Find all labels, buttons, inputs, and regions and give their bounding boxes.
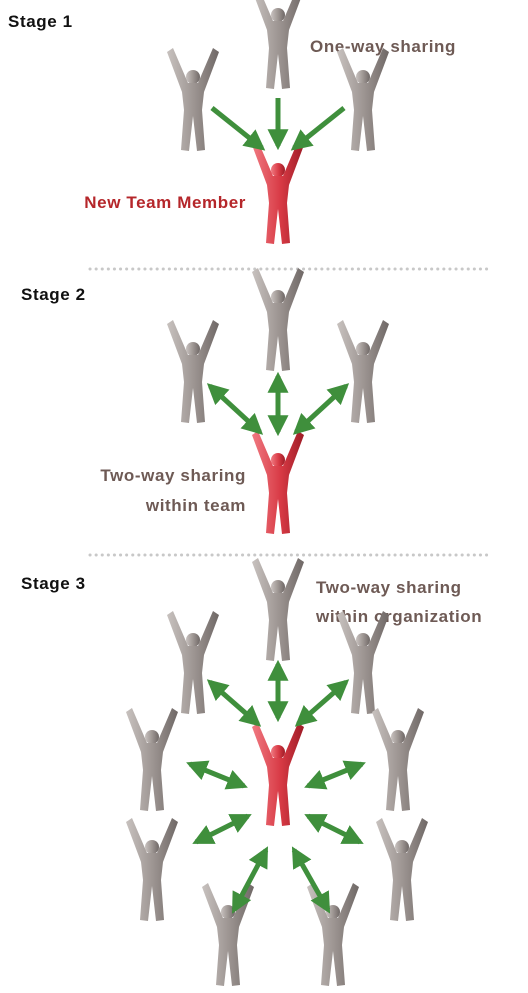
stage-3-caption-line-1: Two-way sharing [316, 578, 462, 597]
person-figure-gray [252, 558, 304, 661]
stage-1-title: Stage 1 [8, 12, 73, 31]
person-figure-new-member [252, 141, 304, 244]
stage-1: Stage 1 One-way sharing New Team Member [8, 0, 456, 244]
arrow-two-way [304, 760, 366, 790]
person-figure-gray [337, 48, 389, 151]
person-figure-gray [337, 611, 389, 714]
stage-2: Stage 2 Two-way sharing within team [21, 268, 389, 534]
person-figure-gray [126, 708, 178, 811]
person-figure-team-member [252, 431, 304, 534]
person-figure-gray [202, 883, 254, 986]
arrow-two-way [231, 846, 269, 914]
stage-2-title: Stage 2 [21, 285, 86, 304]
stage-3-caption-line-2: within organization [315, 607, 482, 626]
person-figure-gray [167, 48, 219, 151]
stage-1-caption: One-way sharing [310, 37, 456, 56]
person-figure-gray [307, 883, 359, 986]
person-figure-gray [337, 320, 389, 423]
arrow-two-way [206, 383, 264, 435]
stage-3-title: Stage 3 [21, 574, 86, 593]
arrow-two-way [192, 813, 252, 845]
stage-2-caption-line-1: Two-way sharing [100, 466, 246, 485]
person-figure-gray [252, 0, 304, 89]
person-figure-gray [252, 268, 304, 371]
stage-2-caption-line-2: within team [145, 496, 246, 515]
arrow-two-way [186, 760, 248, 790]
arrow-two-way [291, 846, 331, 914]
stage-3: Stage 3 Two-way sharing within organizat… [21, 558, 482, 986]
arrow-one-way [290, 106, 346, 151]
arrow-one-way [210, 106, 266, 151]
person-figure-gray [167, 320, 219, 423]
person-figure-gray [372, 708, 424, 811]
person-figure-gray [376, 818, 428, 921]
arrow-two-way [292, 383, 350, 435]
arrow-two-way [206, 679, 262, 727]
arrow-two-way [294, 679, 350, 727]
arrow-two-way [304, 813, 364, 845]
new-team-member-label: New Team Member [84, 193, 246, 212]
person-figure-gray [167, 611, 219, 714]
person-figure-center-member [252, 723, 304, 826]
person-figure-gray [126, 818, 178, 921]
